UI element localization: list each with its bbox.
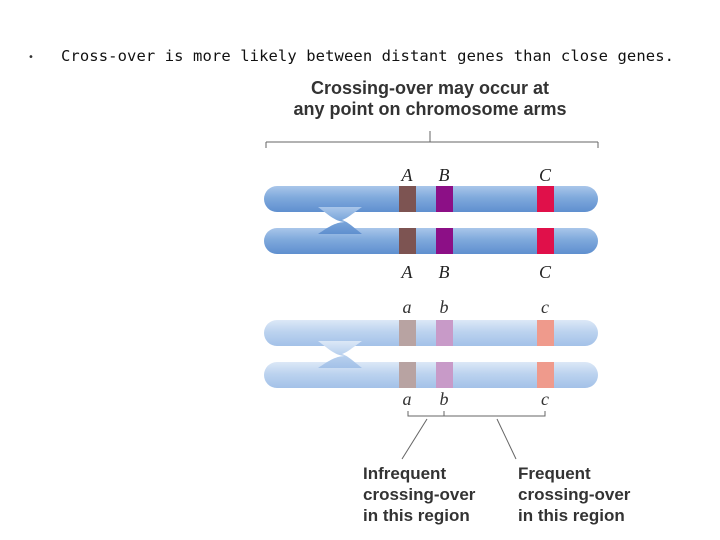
recessive-chromatid-bottom [264,362,598,388]
caption-frequent-line-2: crossing-over [518,485,631,504]
caption-infrequent-line-1: Infrequent [363,464,447,483]
pointer-infrequent [401,418,428,460]
gene-band-a-bottom [399,362,416,388]
caption-frequent: Frequent crossing-over in this region [518,463,630,526]
gene-label-a-bottom: a [403,389,412,409]
gene-label-b-bottom: b [440,389,449,409]
dominant-chromosome-pair [264,186,598,254]
dominant-chromatid-bottom [264,228,598,254]
gene-label-C-top: C [539,165,552,185]
gene-label-c-top: c [541,297,549,317]
bracket-infrequent-region [407,411,445,417]
gene-label-B-bottom: B [439,262,450,282]
gene-band-c-top [537,320,554,346]
gene-band-C-top [537,186,554,212]
diagram-title: Crossing-over may occur at any point on … [270,78,590,120]
gene-band-B-top [436,186,453,212]
bullet-marker: • [28,52,34,63]
gene-label-A-top: A [401,165,414,185]
dominant-centromere [318,207,362,234]
pointer-frequent [496,418,517,460]
gene-band-b-top [436,320,453,346]
gene-label-C-bottom: C [539,262,552,282]
diagram-title-line-2: any point on chromosome arms [293,99,567,119]
bracket-frequent-region [444,411,546,417]
recessive-chromosome-pair [264,320,598,388]
caption-frequent-line-1: Frequent [518,464,591,483]
gene-label-a-top: a [403,297,412,317]
recessive-chromatid-top [264,320,598,346]
region-brackets [401,411,546,460]
gene-band-A-top [399,186,416,212]
gene-label-B-top: B [439,165,450,185]
gene-band-A-bottom [399,228,416,254]
recessive-centromere [318,341,362,368]
gene-band-b-bottom [436,362,453,388]
caption-infrequent-line-2: crossing-over [363,485,476,504]
gene-band-B-bottom [436,228,453,254]
gene-label-b-top: b [440,297,449,317]
gene-band-a-top [399,320,416,346]
gene-label-c-bottom: c [541,389,549,409]
bullet-point: • Cross-over is more likely between dist… [28,47,674,65]
bullet-text: Cross-over is more likely between distan… [61,47,675,65]
gene-band-C-bottom [537,228,554,254]
diagram-title-line-1: Crossing-over may occur at [310,78,550,98]
caption-infrequent-line-3: in this region [363,506,470,525]
gene-band-c-bottom [537,362,554,388]
caption-infrequent: Infrequent crossing-over in this region [363,463,475,526]
dominant-chromatid-top [264,186,598,212]
caption-frequent-line-3: in this region [518,506,625,525]
chromosome-arm-bracket [265,131,599,148]
gene-label-A-bottom: A [401,262,414,282]
